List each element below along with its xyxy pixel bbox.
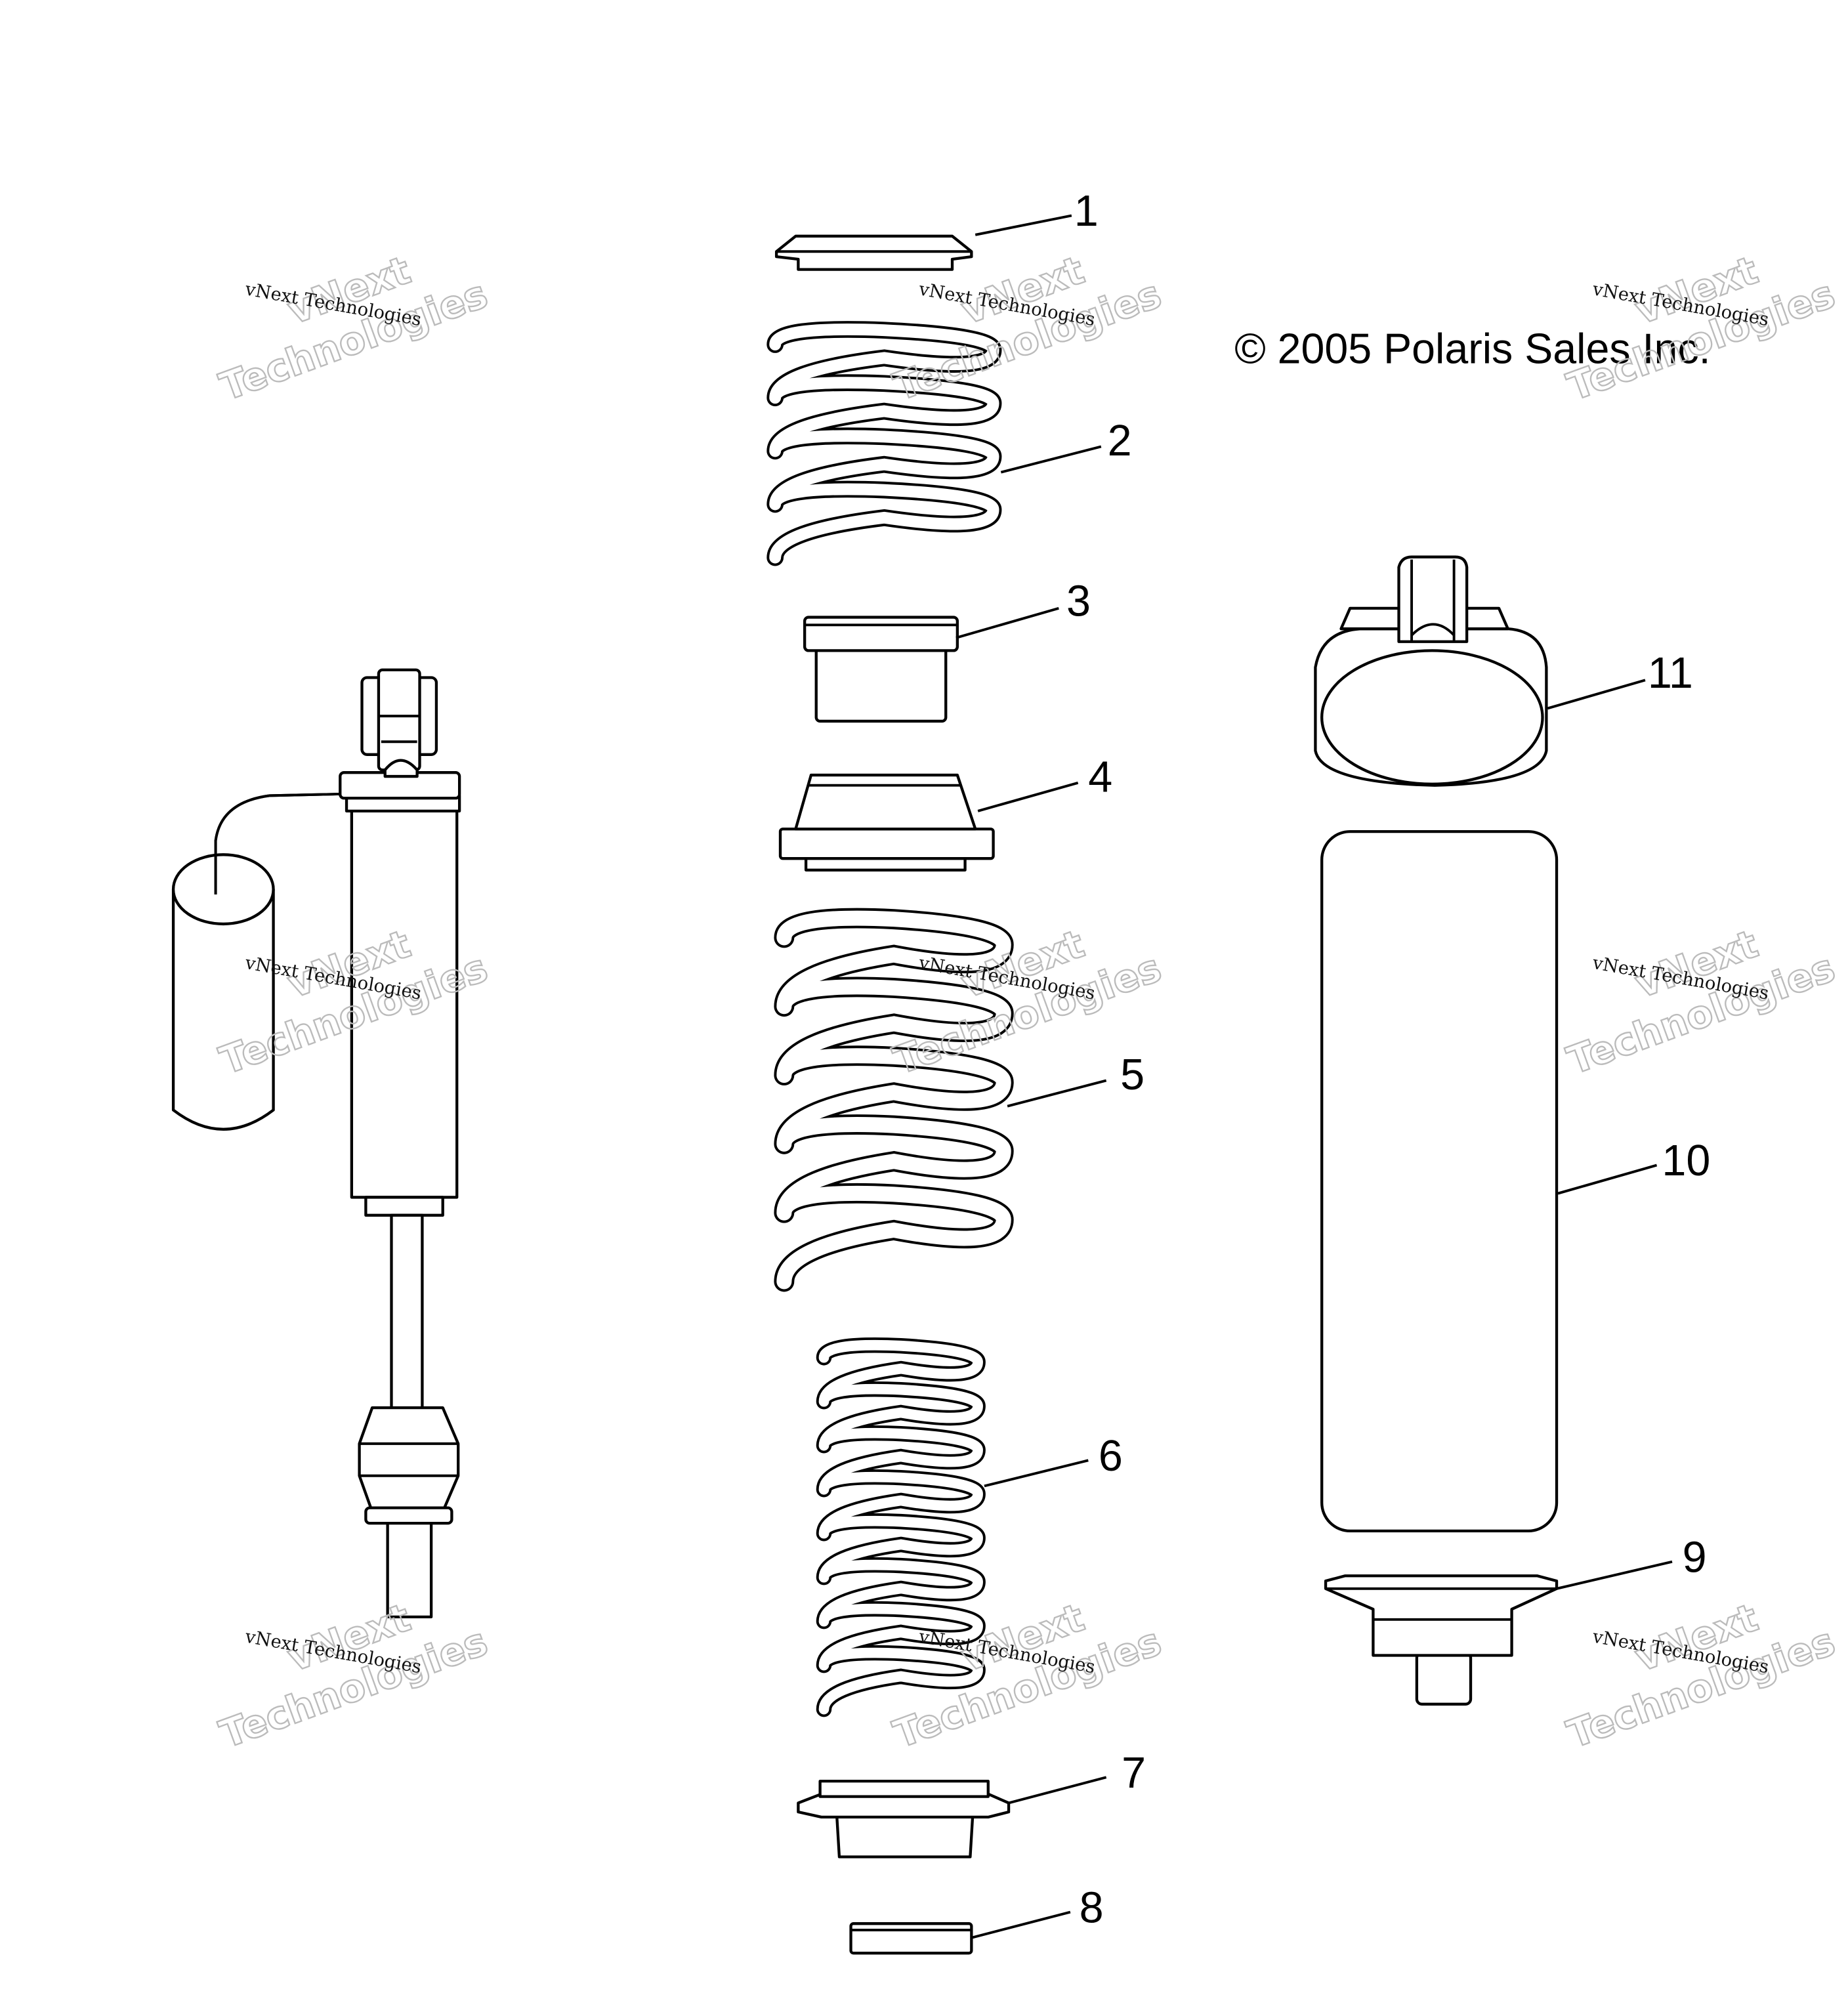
part-5-spring[interactable] (774, 908, 1014, 1292)
part-2-spring[interactable] (766, 321, 1002, 566)
part-9-lower-cap[interactable] (1324, 1574, 1559, 1706)
callout-8[interactable]: 8 (1080, 1883, 1104, 1932)
part-6-spring[interactable] (816, 1337, 986, 1717)
callout-1[interactable]: 1 (1074, 187, 1099, 236)
part-7-retainer[interactable] (797, 1780, 1011, 1858)
callout-9[interactable]: 9 (1683, 1533, 1707, 1582)
part-3-bushing[interactable] (803, 616, 959, 723)
part-10-cover[interactable] (1320, 830, 1559, 1532)
part-8-ring[interactable] (849, 1922, 973, 1955)
part-1-cap[interactable] (774, 234, 973, 271)
callout-7[interactable]: 7 (1122, 1749, 1146, 1797)
callout-5[interactable]: 5 (1120, 1051, 1144, 1099)
callout-6[interactable]: 6 (1099, 1432, 1123, 1480)
callouts: 1 2 3 4 5 6 7 8 9 10 11 (956, 187, 1710, 1939)
callout-3[interactable]: 3 (1066, 578, 1091, 626)
coil-fill (776, 910, 1011, 1290)
callout-11[interactable]: 11 (1648, 649, 1693, 698)
callout-4[interactable]: 4 (1088, 753, 1112, 802)
callout-2[interactable]: 2 (1108, 417, 1132, 465)
coil-fill (818, 1339, 983, 1715)
part-11-top-mount[interactable] (1314, 555, 1548, 787)
part-4-adapter[interactable] (778, 773, 995, 872)
callout-10[interactable]: 10 (1662, 1137, 1710, 1185)
coil-fill (769, 324, 999, 564)
copyright-text: © 2005 Polaris Sales Inc. (1234, 325, 1710, 372)
assembled-shock-illustration (171, 668, 461, 1619)
